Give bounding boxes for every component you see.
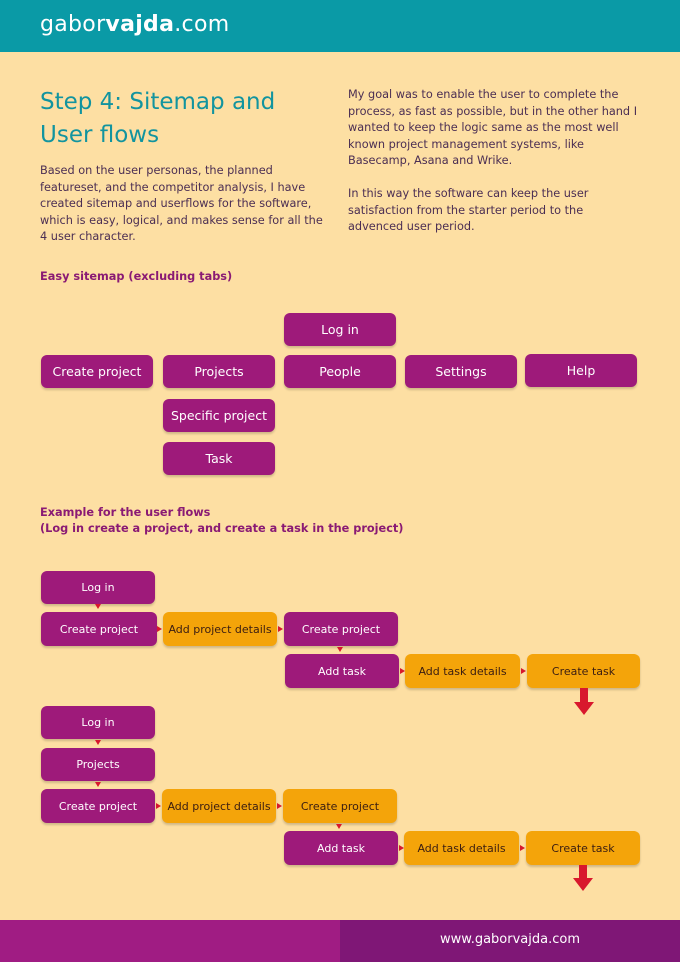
flow2-create-task: Create task <box>526 831 640 865</box>
flow1-add-task-details: Add task details <box>405 654 520 688</box>
flow2-add-project-details: Add project details <box>162 789 276 823</box>
intro-left-paragraph: Based on the user personas, the planned … <box>40 164 323 243</box>
sitemap-log-in: Log in <box>284 313 396 346</box>
flow1-create-project-2: Create project <box>284 612 398 646</box>
flow1-arrow-right-1 <box>157 626 162 632</box>
userflows-title-line2: (Log in create a project, and create a t… <box>40 522 404 535</box>
flow1-create-project: Create project <box>41 612 157 646</box>
sitemap-specific-project: Specific project <box>163 399 275 432</box>
flow2-arrow-down-1 <box>95 740 101 745</box>
flow2-arrow-right-2 <box>277 803 282 809</box>
sitemap-title: Easy sitemap (excluding tabs) <box>40 270 233 283</box>
footer-url-link[interactable]: www.gaborvajda.com <box>440 932 580 947</box>
flow2-add-task-details: Add task details <box>404 831 519 865</box>
flow2-arrow-down-2 <box>95 782 101 787</box>
sitemap-settings: Settings <box>405 355 517 388</box>
flow1-arrow-down-2 <box>337 647 343 652</box>
site-header: gaborvajda.com <box>0 0 680 52</box>
flow1-add-task: Add task <box>285 654 399 688</box>
sitemap-help: Help <box>525 354 637 387</box>
flow1-arrow-right-3 <box>400 668 405 674</box>
brand-suffix: .com <box>174 12 230 37</box>
flow2-arrow-right-4 <box>520 845 525 851</box>
flow2-create-project-2: Create project <box>283 789 397 823</box>
flow2-end-arrow-icon <box>573 865 593 891</box>
sitemap-create-project: Create project <box>41 355 153 388</box>
flow1-create-task: Create task <box>527 654 640 688</box>
intro-right-paragraph-2: In this way the software can keep the us… <box>348 187 589 233</box>
flow1-log-in: Log in <box>41 571 155 604</box>
footer-left-band <box>0 920 340 962</box>
brand-prefix: gabor <box>40 12 106 37</box>
flow2-arrow-down-3 <box>336 824 342 829</box>
flow1-add-project-details: Add project details <box>163 612 277 646</box>
flow2-arrow-right-1 <box>156 803 161 809</box>
brand-bold: vajda <box>105 12 175 37</box>
flow1-end-arrow-icon <box>574 688 594 715</box>
flow1-arrow-right-2 <box>278 626 283 632</box>
sitemap-people: People <box>284 355 396 388</box>
flow2-projects: Projects <box>41 748 155 781</box>
flow2-add-task: Add task <box>284 831 398 865</box>
intro-right-paragraph-1: My goal was to enable the user to comple… <box>348 88 638 167</box>
sitemap-task: Task <box>163 442 275 475</box>
flow1-arrow-down-1 <box>95 604 101 609</box>
flow2-arrow-right-3 <box>399 845 404 851</box>
page-title: Step 4: Sitemap and User flows <box>40 89 276 148</box>
flow2-log-in: Log in <box>41 706 155 739</box>
sitemap-projects: Projects <box>163 355 275 388</box>
flow2-create-project: Create project <box>41 789 155 823</box>
userflows-title-line1: Example for the user flows <box>40 506 211 519</box>
flow1-arrow-right-4 <box>521 668 526 674</box>
brand-logo[interactable]: gaborvajda.com <box>40 12 229 37</box>
footer-right-band: www.gaborvajda.com <box>340 920 680 962</box>
